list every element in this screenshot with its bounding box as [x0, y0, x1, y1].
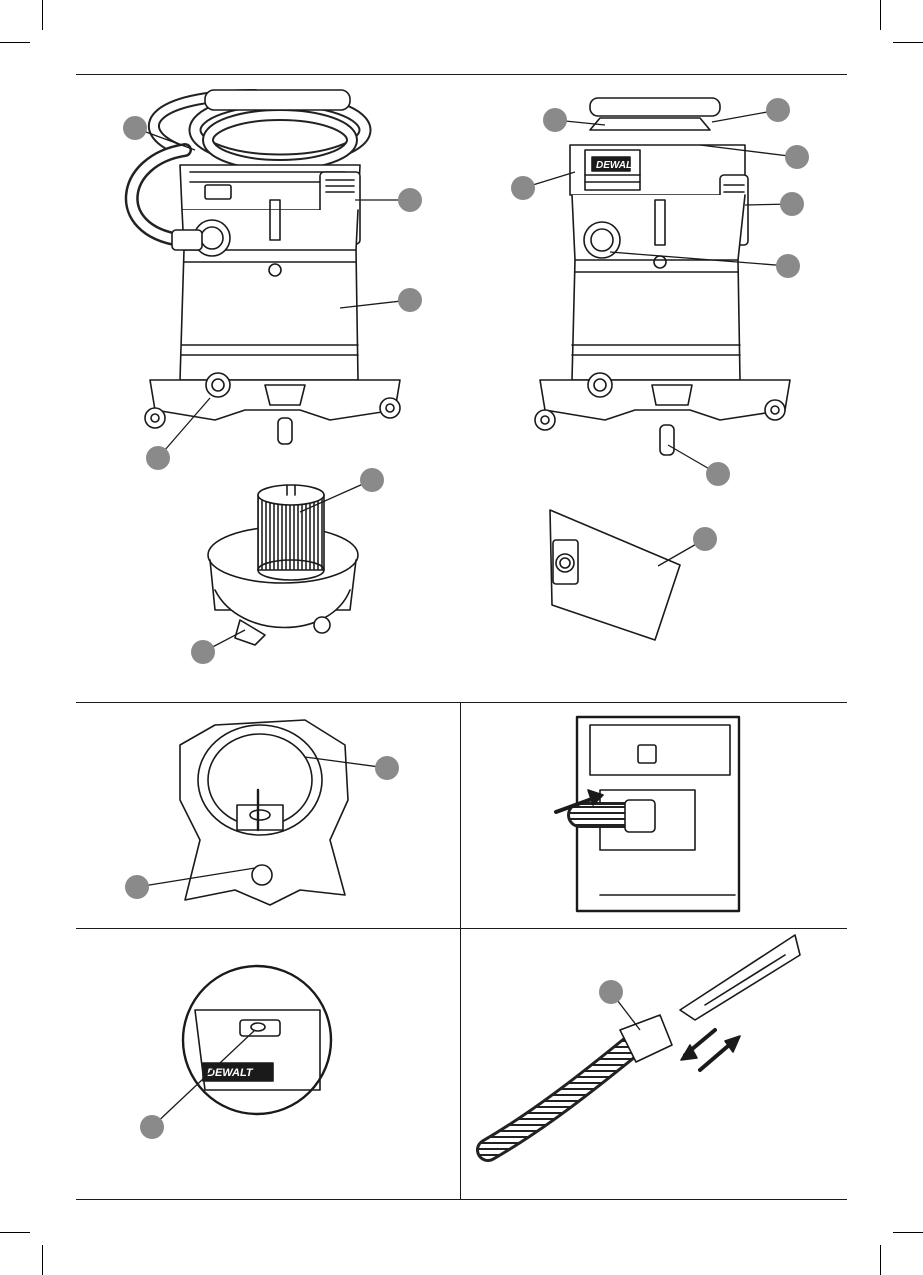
callout-circle: [543, 108, 567, 132]
callout-circle: [191, 640, 215, 664]
filter-on-head-drawing: [208, 485, 358, 645]
callout-circle: [599, 980, 623, 1004]
callout-circle: [776, 254, 800, 278]
callout-circle: [123, 116, 147, 140]
callout-circle: [766, 98, 790, 122]
callout-circle: [511, 176, 535, 200]
filter-bag-drawing: [550, 510, 680, 640]
drum-top-view-drawing: [180, 720, 348, 905]
callout-circle: [146, 446, 170, 470]
callout-circle: [706, 462, 730, 486]
callout-circle: [693, 527, 717, 551]
callout-circle: [398, 288, 422, 312]
hose-crevice-tool-drawing: [488, 935, 800, 1150]
callout-circle: [780, 192, 804, 216]
hose-insertion-drawing: [577, 717, 739, 911]
callout-circle: [398, 188, 422, 212]
callout-circle: [360, 468, 384, 492]
vacuum-with-hose-drawing: [132, 90, 400, 444]
dewalt-logo-front: DEWALT: [596, 160, 638, 171]
callout-circle: [125, 875, 149, 899]
power-switch-zoom-drawing: [183, 966, 331, 1114]
callout-circle: [140, 1115, 164, 1139]
callout-circle: [785, 145, 809, 169]
attach-arrow-head: [725, 1036, 740, 1052]
callout-circle: [375, 756, 399, 780]
